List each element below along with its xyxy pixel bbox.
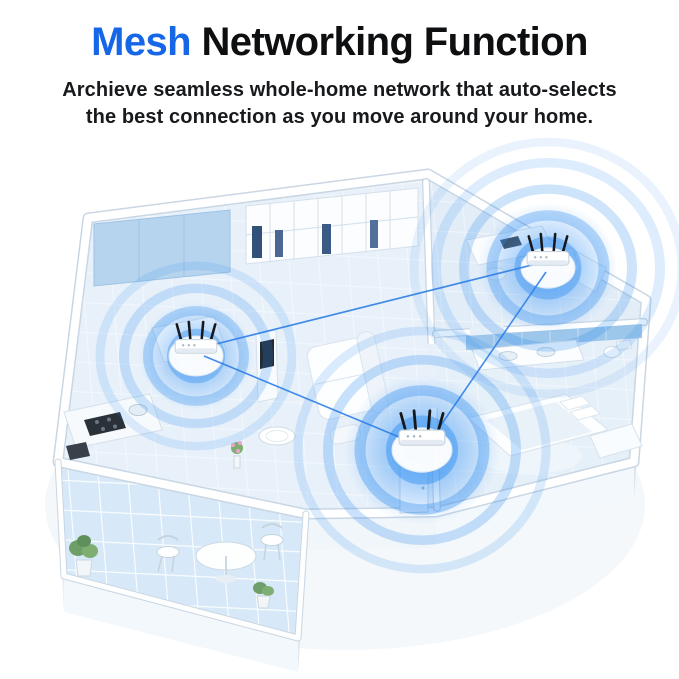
title-highlight: Mesh bbox=[91, 20, 191, 64]
balcony-chair bbox=[260, 523, 284, 561]
subtitle: Archieve seamless whole-home network tha… bbox=[0, 77, 679, 131]
subtitle-line-1: Archieve seamless whole-home network tha… bbox=[62, 79, 617, 101]
flower-vase bbox=[231, 441, 243, 469]
subtitle-line-2: the best connection as you move around y… bbox=[85, 106, 594, 128]
chaise bbox=[589, 423, 643, 459]
coffee-table bbox=[258, 426, 296, 446]
bathroom bbox=[466, 324, 642, 371]
tv-screen bbox=[260, 339, 274, 369]
cooktop bbox=[84, 412, 126, 436]
kitchen-counter bbox=[63, 393, 163, 460]
oven bbox=[66, 442, 90, 460]
kitchen-cabinet bbox=[93, 209, 231, 287]
bookshelf bbox=[245, 187, 419, 265]
balcony-chair bbox=[156, 535, 180, 573]
mesh-links bbox=[199, 261, 547, 445]
bathroom-sink bbox=[536, 347, 556, 357]
potted-plant bbox=[253, 582, 274, 609]
mesh-link-line bbox=[427, 271, 547, 445]
mesh-link-line bbox=[203, 355, 417, 445]
title-rest: Networking Function bbox=[190, 20, 588, 64]
kitchen-sink bbox=[128, 404, 148, 416]
page-title: Mesh Networking Function bbox=[0, 20, 679, 65]
bathroom-sink bbox=[498, 351, 518, 361]
header: Mesh Networking Function Archieve seamle… bbox=[0, 20, 679, 131]
toilet bbox=[603, 346, 621, 358]
mesh-link-line bbox=[199, 261, 545, 349]
balcony-table bbox=[195, 541, 257, 583]
potted-plant bbox=[69, 535, 98, 577]
